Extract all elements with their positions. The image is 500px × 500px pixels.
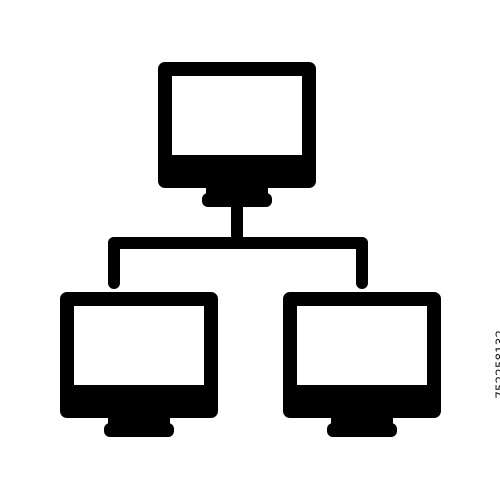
bottom-left-monitor-icon [60, 292, 218, 437]
network-connector-icon [108, 205, 368, 289]
top-monitor-icon [158, 62, 316, 207]
watermark-id-text: 752258132 [494, 330, 500, 399]
bottom-right-monitor-icon [283, 292, 441, 437]
